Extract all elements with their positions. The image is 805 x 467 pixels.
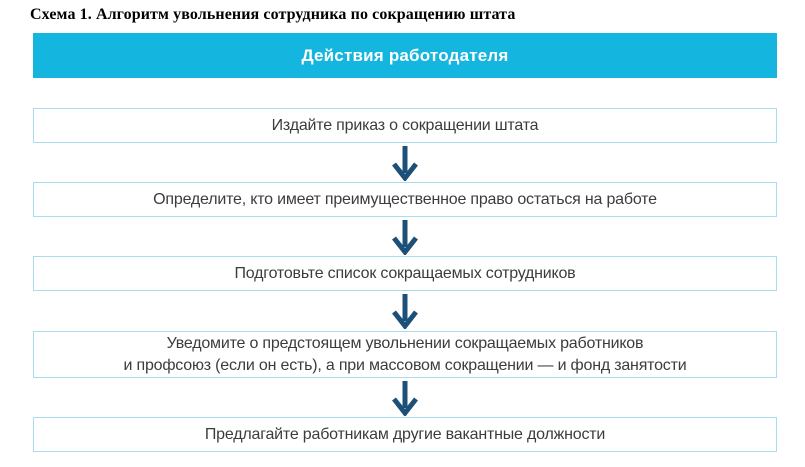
arrow-cell xyxy=(33,143,777,182)
flowchart-header: Действия работодателя xyxy=(33,33,777,78)
arrow-down-icon xyxy=(392,219,418,255)
flow-step-2: Определите, кто имеет преимущественное п… xyxy=(33,182,777,217)
flow-step-3-label: Подготовьте список сокращаемых сотрудник… xyxy=(234,264,576,282)
flow-step-2-label: Определите, кто имеет преимущественное п… xyxy=(153,190,657,208)
arrow-down-icon xyxy=(392,294,418,329)
flow-step-5-label: Предлагайте работникам другие вакантные … xyxy=(204,425,606,443)
flow-step-5: Предлагайте работникам другие вакантные … xyxy=(33,417,777,452)
flow-step-4-label: Уведомите о предстоящем увольнении сокра… xyxy=(123,334,687,374)
arrow-cell xyxy=(33,378,777,417)
arrow-cell xyxy=(33,291,777,331)
arrow-down-icon xyxy=(392,380,418,416)
flow-step-3: Подготовьте список сокращаемых сотрудник… xyxy=(33,256,777,291)
flowchart: Действия работодателя Издайте приказ о с… xyxy=(33,33,777,452)
flow-step-4: Уведомите о предстоящем увольнении сокра… xyxy=(33,331,777,378)
flow-step-1: Издайте приказ о сокращении штата xyxy=(33,108,777,143)
page-title: Схема 1. Алгоритм увольнения сотрудника … xyxy=(30,6,516,23)
flow-step-1-label: Издайте приказ о сокращении штата xyxy=(271,116,539,134)
arrow-cell xyxy=(33,217,777,256)
flowchart-header-label: Действия работодателя xyxy=(301,45,509,65)
arrow-down-icon xyxy=(392,145,418,181)
